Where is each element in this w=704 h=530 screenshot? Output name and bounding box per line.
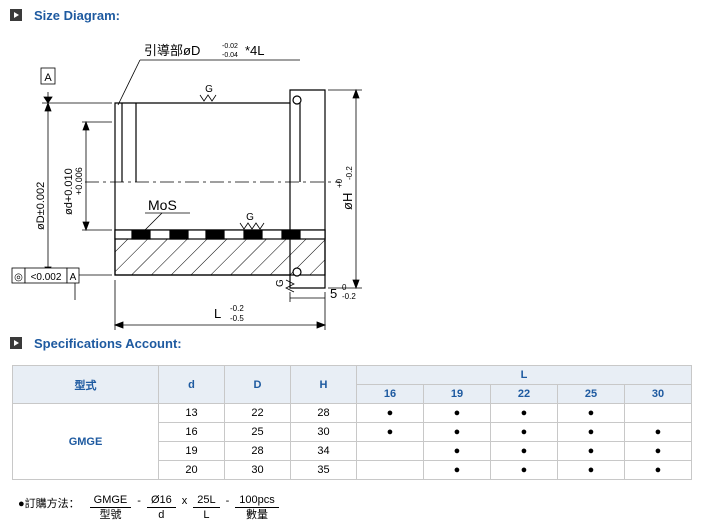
availability-mark: ●: [423, 441, 491, 461]
roughness-icon-side: [285, 279, 295, 293]
cell-H: 30: [290, 422, 357, 442]
concentricity-value: <0.002: [31, 272, 62, 283]
cell-D: 30: [224, 460, 291, 480]
guide-tol-upper: -0.02: [222, 43, 238, 50]
order-separator: -: [137, 495, 141, 507]
header-l-value: 30: [624, 384, 692, 404]
order-method: ●訂購方法： GMGE 型號 - Ø16 d x 25L L - 100pcs …: [18, 493, 279, 522]
order-separator: -: [225, 495, 230, 507]
concentricity-icon: ◎: [14, 272, 23, 283]
availability-mark: ●: [423, 422, 491, 442]
order-item-model: GMGE 型號: [89, 493, 132, 522]
availability-mark: ●: [557, 441, 625, 461]
cell-d: 19: [158, 441, 225, 461]
availability-mark: [356, 460, 424, 480]
order-value: 100pcs: [235, 493, 279, 508]
flange-thickness-tol-upper: 0: [342, 283, 347, 292]
order-separator: x: [181, 495, 188, 507]
order-key: L: [203, 509, 210, 521]
header-l-value: 25: [557, 384, 625, 404]
roughness-icon-top: [199, 94, 217, 102]
header-D: D: [224, 365, 291, 404]
availability-mark: [356, 441, 424, 461]
specifications-title: Specifications Account:: [34, 335, 182, 351]
inner-diameter-label: ød+0.010: [63, 168, 75, 215]
header-l-value: 16: [356, 384, 424, 404]
length-tol-upper: -0.2: [230, 304, 244, 313]
availability-mark: ●: [490, 441, 558, 461]
order-item-l: 25L L: [193, 493, 220, 522]
order-key: 型號: [99, 509, 122, 521]
g-mark-top: G: [205, 84, 213, 95]
roughness-icon-mid: [239, 222, 265, 230]
header-l-value: 19: [423, 384, 491, 404]
model-cell: GMGE: [12, 403, 159, 480]
flange-thickness-label: 5: [330, 286, 337, 301]
cell-d: 13: [158, 403, 225, 423]
specifications-header: Specifications Account:: [10, 334, 182, 352]
availability-mark: ●: [423, 403, 491, 423]
datum-label: A: [44, 72, 52, 84]
section-arrow-icon: [10, 337, 22, 349]
cell-d: 20: [158, 460, 225, 480]
section-arrow-icon: [10, 9, 22, 21]
outer-diameter-label: øD±0.002: [35, 182, 47, 230]
g-mark-side: G: [275, 279, 286, 287]
flange-diameter-label: øH: [340, 193, 355, 210]
cell-H: 28: [290, 403, 357, 423]
size-diagram: A 引導部øD -0.02 -0.04 *4L G G G MoS øD±0.0…: [11, 43, 362, 330]
guide-suffix: *4L: [245, 43, 265, 58]
order-item-quantity: 100pcs 數量: [235, 493, 279, 522]
availability-mark: ●: [624, 460, 692, 480]
specifications-table: 型式 d D H L 16 19 22 25 30 GMGE 13 22 28 …: [12, 365, 692, 480]
order-key: 數量: [246, 509, 269, 521]
inner-diameter-lower: +0.006: [74, 167, 84, 195]
length-label: L: [214, 306, 221, 321]
header-L: L: [356, 365, 692, 385]
table-row: GMGE 13 22 28 ● ● ● ●: [12, 403, 692, 480]
availability-mark: ●: [624, 441, 692, 461]
cell-d: 16: [158, 422, 225, 442]
flange-tol-lower: -0.2: [345, 166, 354, 180]
availability-mark: ●: [490, 403, 558, 423]
order-label: ●訂購方法：: [18, 498, 80, 510]
cell-H: 35: [290, 460, 357, 480]
availability-mark: ●: [557, 460, 625, 480]
availability-mark: ●: [356, 422, 424, 442]
order-value: Ø16: [146, 493, 176, 508]
availability-mark: ●: [490, 460, 558, 480]
cell-D: 28: [224, 441, 291, 461]
header-d: d: [158, 365, 225, 404]
header-H: H: [290, 365, 357, 404]
availability-mark: ●: [557, 403, 625, 423]
cell-D: 25: [224, 422, 291, 442]
availability-mark: ●: [356, 403, 424, 423]
header-l-value: 22: [490, 384, 558, 404]
concentricity-datum: A: [70, 272, 77, 283]
size-diagram-title: Size Diagram:: [34, 7, 120, 23]
size-diagram-header: Size Diagram:: [10, 6, 120, 24]
cell-D: 22: [224, 403, 291, 423]
header-model: 型式: [12, 365, 159, 404]
g-mark-mid: G: [246, 212, 254, 223]
mos-label: MoS: [148, 197, 177, 213]
length-tol-lower: -0.5: [230, 314, 244, 323]
availability-mark: ●: [624, 422, 692, 442]
availability-mark: ●: [423, 460, 491, 480]
order-key: d: [158, 509, 165, 521]
table-row: 20 30 35 ● ● ● ●: [13, 460, 692, 480]
flange-tol-upper: +0: [335, 178, 344, 188]
flange-thickness-tol-lower: -0.2: [342, 292, 356, 301]
order-value: 25L: [193, 493, 220, 508]
availability-mark: ●: [490, 422, 558, 442]
table-row: 16 25 30 ● ● ● ● ●: [13, 422, 692, 442]
order-value: GMGE: [89, 493, 132, 508]
order-item-d: Ø16 d: [146, 493, 176, 522]
cell-H: 34: [290, 441, 357, 461]
guide-label: 引導部øD: [144, 43, 200, 58]
availability-mark: [624, 403, 692, 423]
concentricity-frame: ◎ <0.002 A: [11, 267, 80, 284]
guide-tol-lower: -0.04: [222, 52, 238, 59]
availability-mark: ●: [557, 422, 625, 442]
